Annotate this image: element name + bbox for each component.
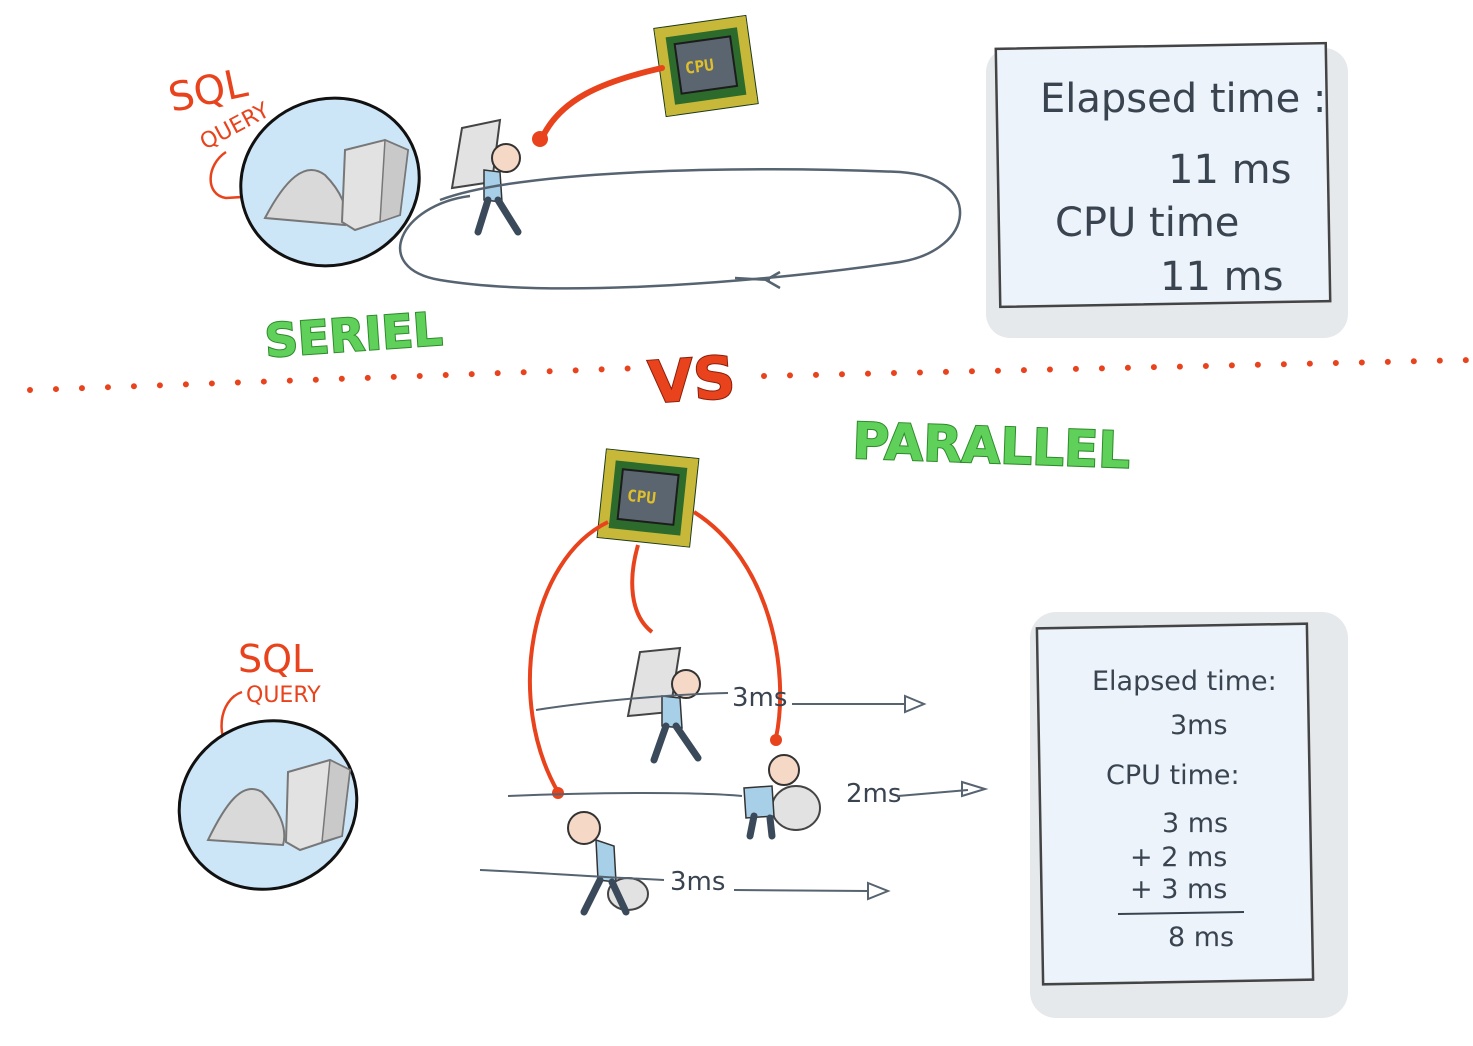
parallel-cpu-total: 8 ms [1168,922,1234,953]
serial-loop-path [398,167,962,290]
vs-label: VS [646,343,737,417]
serial-cpu-link-dot [532,131,548,147]
parallel-section: PARALLEL CPU SQL QUERY [177,411,1348,1018]
serial-cpu-time-label: CPU time [1055,200,1239,246]
parallel-data-bubble [177,719,359,891]
parallel-track-3-arrow-icon [733,881,891,901]
parallel-stats-card: Elapsed time: 3ms CPU time: 3 ms + 2 ms … [1030,612,1348,1018]
serial-title: SERIEL [263,302,444,368]
parallel-track-1-arrow-icon [792,694,927,714]
serial-query-label: SQL QUERY [165,60,274,200]
serial-worker-figure [450,118,522,236]
parallel-query-label: SQL QUERY [220,637,321,764]
parallel-track-1 [535,692,729,711]
serial-cpu-label: CPU [684,55,715,78]
parallel-cpu-label: CPU [626,486,657,508]
serial-section: SQL QUERY CPU [165,14,1348,369]
parallel-track-2 [507,792,743,797]
parallel-query-label-query: QUERY [246,683,321,708]
serial-stats-card: Elapsed time : 11 ms CPU time 11 ms [986,41,1348,338]
serial-elapsed-value: 11 ms [1168,147,1291,193]
serial-cpu-link [539,65,665,141]
parallel-cpu-line-1: 3 ms [1162,808,1228,839]
parallel-cpu-chip-icon: CPU [596,448,700,548]
parallel-cpu-link-2 [630,544,654,634]
parallel-query-label-sql: SQL [238,637,313,681]
serial-query-pointer [209,150,259,200]
parallel-worker-3-figure [567,811,649,916]
serial-data-bubble [239,96,421,268]
parallel-title: PARALLEL [852,412,1132,480]
parallel-worker-2-time: 2ms [846,779,901,809]
parallel-cpu-link-3 [692,510,783,739]
serial-cpu-chip-icon: CPU [653,14,759,118]
serial-cpu-time-value: 11 ms [1160,254,1283,300]
parallel-elapsed-value: 3ms [1170,710,1228,741]
parallel-elapsed-label: Elapsed time: [1092,666,1277,697]
parallel-sum-rule [1117,911,1245,915]
parallel-track-3 [479,869,665,881]
parallel-worker-3-time: 3ms [670,867,725,897]
parallel-cpu-time-label: CPU time: [1106,760,1240,791]
serial-loop-arrow-icon [734,270,781,290]
parallel-track-2-arrow-icon [897,780,989,798]
section-divider [27,357,1473,393]
parallel-cpu-line-2: + 2 ms [1130,842,1227,873]
serial-elapsed-label: Elapsed time : [1040,76,1326,122]
parallel-worker-1-time: 3ms [732,683,787,713]
parallel-cpu-link-1 [527,520,609,793]
parallel-worker-2-figure [743,754,821,840]
parallel-worker-1-figure [626,646,702,764]
parallel-cpu-line-3: + 3 ms [1130,874,1227,905]
